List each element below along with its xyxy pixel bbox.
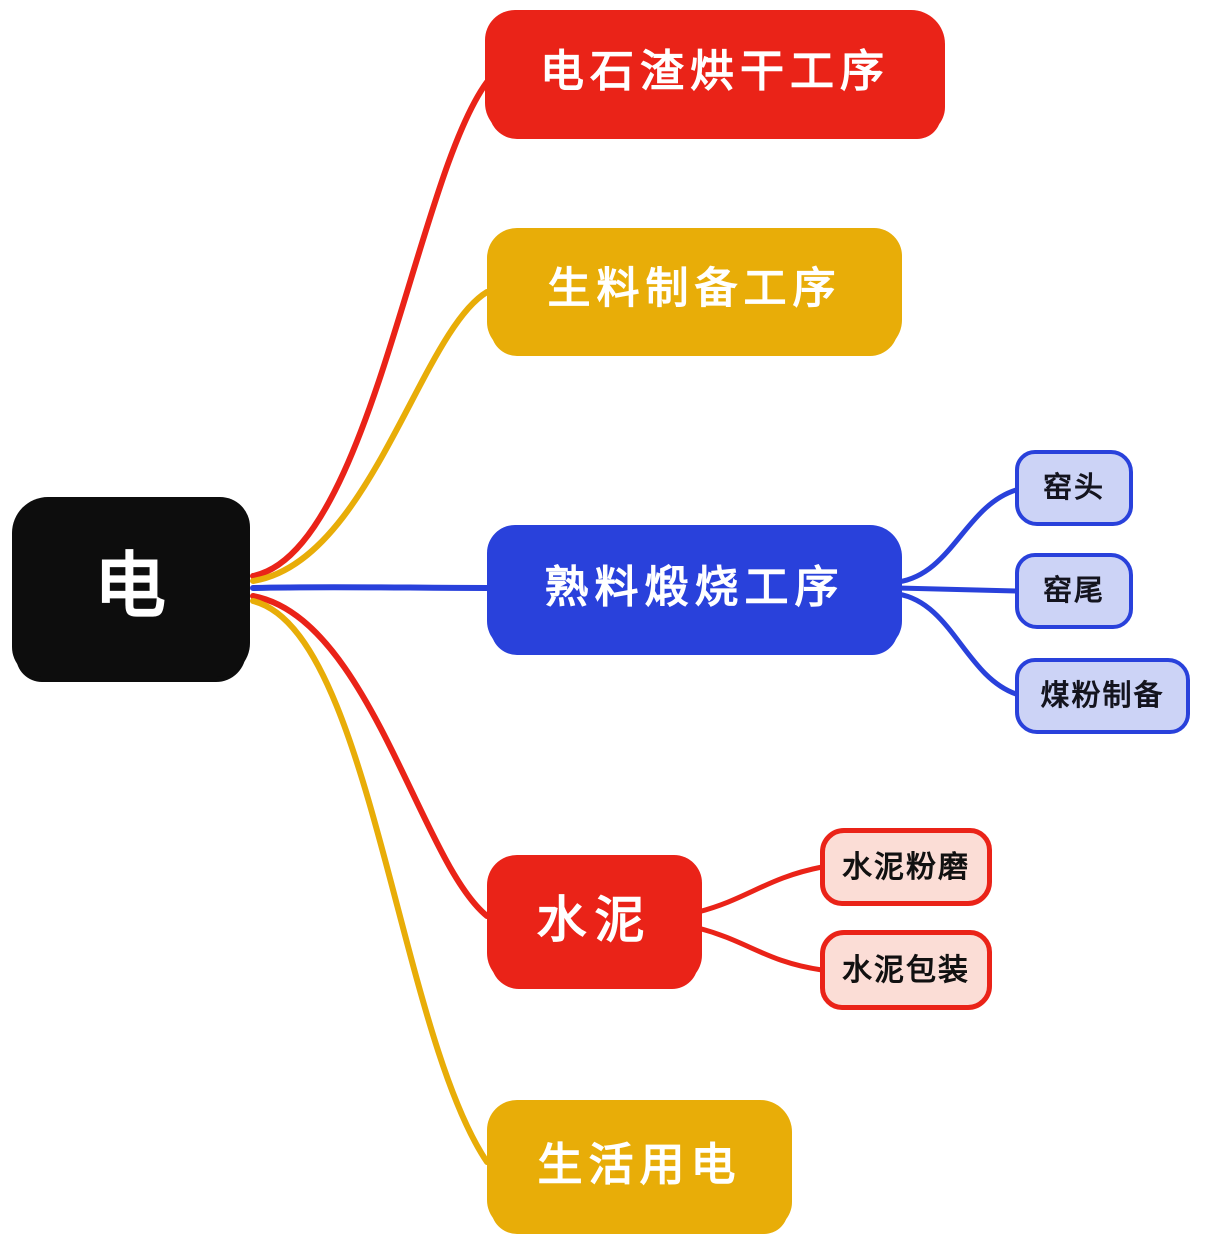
connector-kiln-tail (895, 585, 1019, 594)
connector-branch-clinker (250, 584, 490, 591)
connector-branch-domestic (250, 598, 490, 1165)
connector-coal-powder (895, 591, 1019, 697)
branch-node-domestic-electricity[interactable]: 生活用电 (487, 1100, 792, 1230)
sub-node-kiln-tail[interactable]: 窑尾 (1015, 553, 1133, 629)
sub-node-cement-grinding[interactable]: 水泥粉磨 (820, 828, 992, 906)
branch-node-label: 熟料煅烧工序 (544, 561, 845, 613)
connector-branch-raw-material (250, 289, 490, 584)
sub-node-label: 窑尾 (1042, 573, 1105, 608)
sub-node-label: 水泥粉磨 (842, 849, 970, 885)
branch-node-label: 电石渣烘干工序 (540, 46, 890, 98)
branch-node-label: 生活用电 (537, 1138, 742, 1192)
branch-node-clinker-calcination[interactable]: 熟料煅烧工序 (487, 525, 902, 651)
connector-branch-cement (250, 593, 490, 919)
sub-node-label: 窑头 (1042, 470, 1105, 505)
sub-node-cement-packaging[interactable]: 水泥包装 (820, 930, 992, 1010)
branch-node-cement[interactable]: 水泥 (487, 855, 702, 985)
sub-node-kiln-head[interactable]: 窑头 (1015, 450, 1133, 526)
branch-node-label: 水泥 (536, 890, 653, 949)
connector-cement-grinding (695, 864, 825, 915)
connector-kiln-head (895, 487, 1019, 585)
root-node-electricity[interactable]: 电 (12, 497, 250, 677)
sub-node-label: 煤粉制备 (1040, 678, 1165, 713)
branch-node-label: 生料制备工序 (547, 264, 842, 315)
root-node-label: 电 (93, 544, 168, 629)
branch-node-carbide-slag-drying[interactable]: 电石渣烘干工序 (485, 10, 945, 135)
sub-node-label: 水泥包装 (842, 952, 970, 988)
connector-branch-carbide-slag (250, 79, 490, 579)
branch-node-raw-material-preparation[interactable]: 生料制备工序 (487, 228, 902, 352)
connector-cement-packaging (695, 925, 825, 973)
sub-node-coal-powder-preparation[interactable]: 煤粉制备 (1015, 658, 1190, 734)
